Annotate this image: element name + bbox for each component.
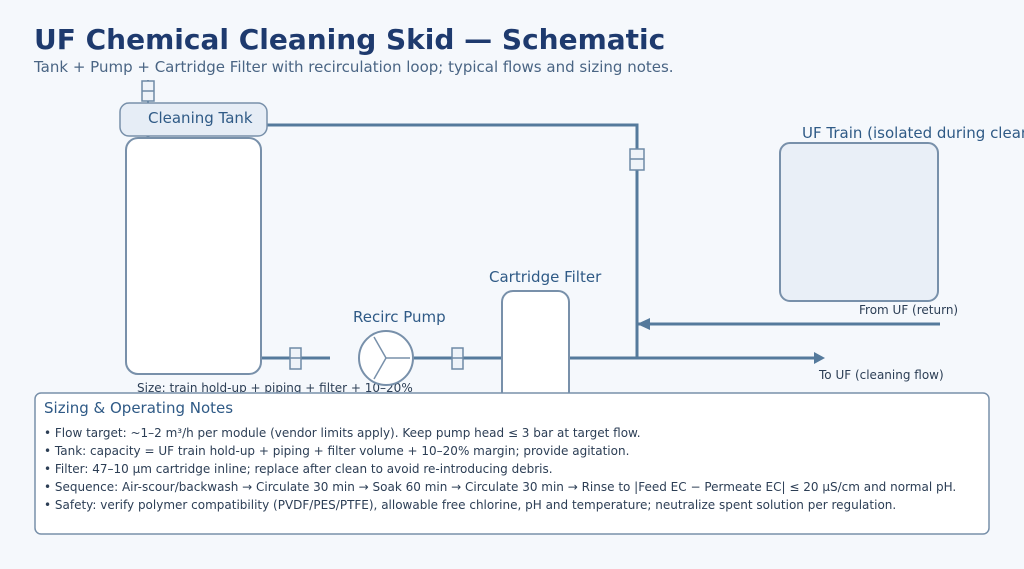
note-item: • Tank: capacity = UF train hold-up + pi… [44, 444, 629, 458]
page-title: UF Chemical Cleaning Skid — Schematic [34, 23, 665, 56]
page-subtitle: Tank + Pump + Cartridge Filter with reci… [33, 58, 674, 76]
uf-label: UF Train (isolated during cleaning) [802, 124, 1024, 142]
cleaning-tank[interactable] [125, 137, 262, 375]
tank-size-note: Size: train hold-up + piping + filter + … [137, 381, 413, 395]
return-flow-label: From UF (return) [859, 303, 958, 317]
note-item: • Safety: verify polymer compatibility (… [44, 498, 896, 512]
return-arrow [637, 318, 650, 330]
notes-panel [34, 392, 990, 535]
note-item: • Filter: 47–10 µm cartridge inline; rep… [44, 462, 553, 476]
note-item: • Flow target: ~1–2 m³/h per module (ven… [44, 426, 641, 440]
uf-train[interactable] [779, 142, 939, 302]
pump-impeller-icon [373, 336, 410, 380]
notes-title: Sizing & Operating Notes [44, 399, 233, 417]
tank-lid [119, 102, 268, 137]
note-item: • Sequence: Air-scour/backwash → Circula… [44, 480, 956, 494]
filter-label: Cartridge Filter [489, 268, 602, 286]
pump-label: Recirc Pump [353, 308, 446, 326]
tank-label: Cleaning Tank [148, 109, 253, 127]
supply-arrow [814, 352, 825, 364]
supply-flow-label: To UF (cleaning flow) [818, 368, 944, 382]
